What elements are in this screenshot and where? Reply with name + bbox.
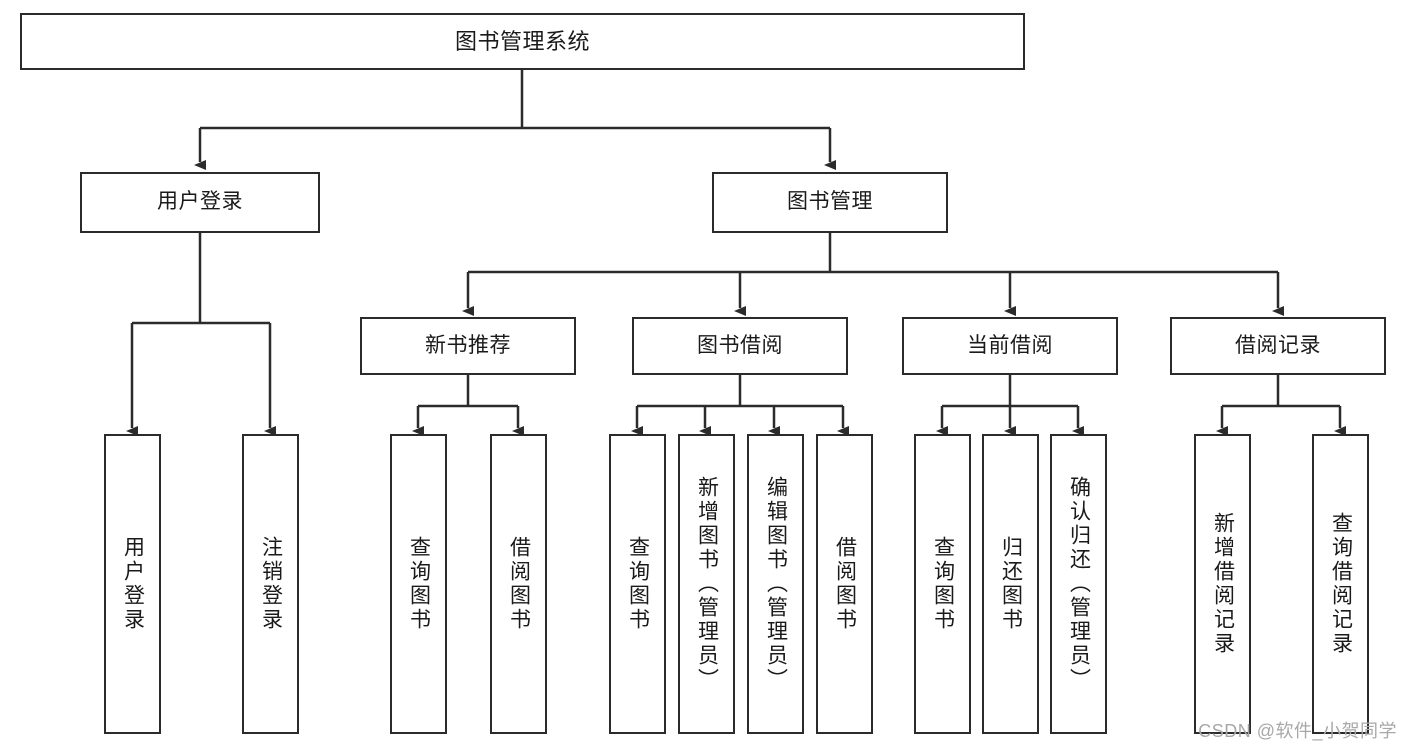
node-label: 注销登录	[259, 536, 283, 632]
node-label: 查询图书	[407, 536, 431, 632]
node-label: 图书借阅	[697, 333, 783, 357]
leaf-borrow-book[interactable]: 借阅图书	[816, 434, 873, 734]
node-label: 新增图书（管理员）	[695, 476, 719, 692]
node-current-borrow[interactable]: 当前借阅	[902, 317, 1118, 375]
node-label: 编辑图书（管理员）	[764, 476, 788, 692]
node-new-book-recommend[interactable]: 新书推荐	[360, 317, 576, 375]
node-label: 借阅图书	[833, 536, 857, 632]
leaf-query-books-borrow[interactable]: 查询图书	[609, 434, 666, 734]
leaf-query-books-recommend[interactable]: 查询图书	[390, 434, 447, 734]
node-label: 用户登录	[157, 190, 243, 214]
node-label: 当前借阅	[967, 333, 1053, 357]
node-label: 归还图书	[999, 536, 1023, 632]
leaf-borrow-books-recommend[interactable]: 借阅图书	[490, 434, 547, 734]
node-label: 用户登录	[121, 536, 145, 632]
node-label: 查询图书	[626, 536, 650, 632]
watermark: CSDN @软件_小贺同学	[1198, 721, 1397, 741]
node-label: 新增借阅记录	[1211, 512, 1235, 656]
leaf-query-borrow-record[interactable]: 查询借阅记录	[1312, 434, 1369, 734]
leaf-user-logout[interactable]: 注销登录	[242, 434, 299, 734]
node-label: 图书管理	[787, 190, 873, 214]
node-label: 查询图书	[931, 536, 955, 632]
leaf-return-book[interactable]: 归还图书	[982, 434, 1039, 734]
leaf-add-book-admin[interactable]: 新增图书（管理员）	[678, 434, 735, 734]
node-label: 借阅记录	[1235, 333, 1321, 357]
node-label: 查询借阅记录	[1329, 512, 1353, 656]
node-label: 确认归还（管理员）	[1067, 476, 1091, 692]
node-label: 图书管理系统	[454, 28, 590, 54]
node-book-borrow[interactable]: 图书借阅	[632, 317, 848, 375]
leaf-confirm-return-admin[interactable]: 确认归还（管理员）	[1050, 434, 1107, 734]
leaf-edit-book-admin[interactable]: 编辑图书（管理员）	[747, 434, 804, 734]
leaf-add-borrow-record[interactable]: 新增借阅记录	[1194, 434, 1251, 734]
node-user-login[interactable]: 用户登录	[80, 172, 320, 233]
node-root-system[interactable]: 图书管理系统	[20, 13, 1025, 70]
node-label: 借阅图书	[507, 536, 531, 632]
node-label: 新书推荐	[425, 333, 511, 357]
node-borrow-records[interactable]: 借阅记录	[1170, 317, 1386, 375]
node-book-management[interactable]: 图书管理	[712, 172, 948, 233]
leaf-user-login[interactable]: 用户登录	[104, 434, 161, 734]
leaf-query-books-current[interactable]: 查询图书	[914, 434, 971, 734]
